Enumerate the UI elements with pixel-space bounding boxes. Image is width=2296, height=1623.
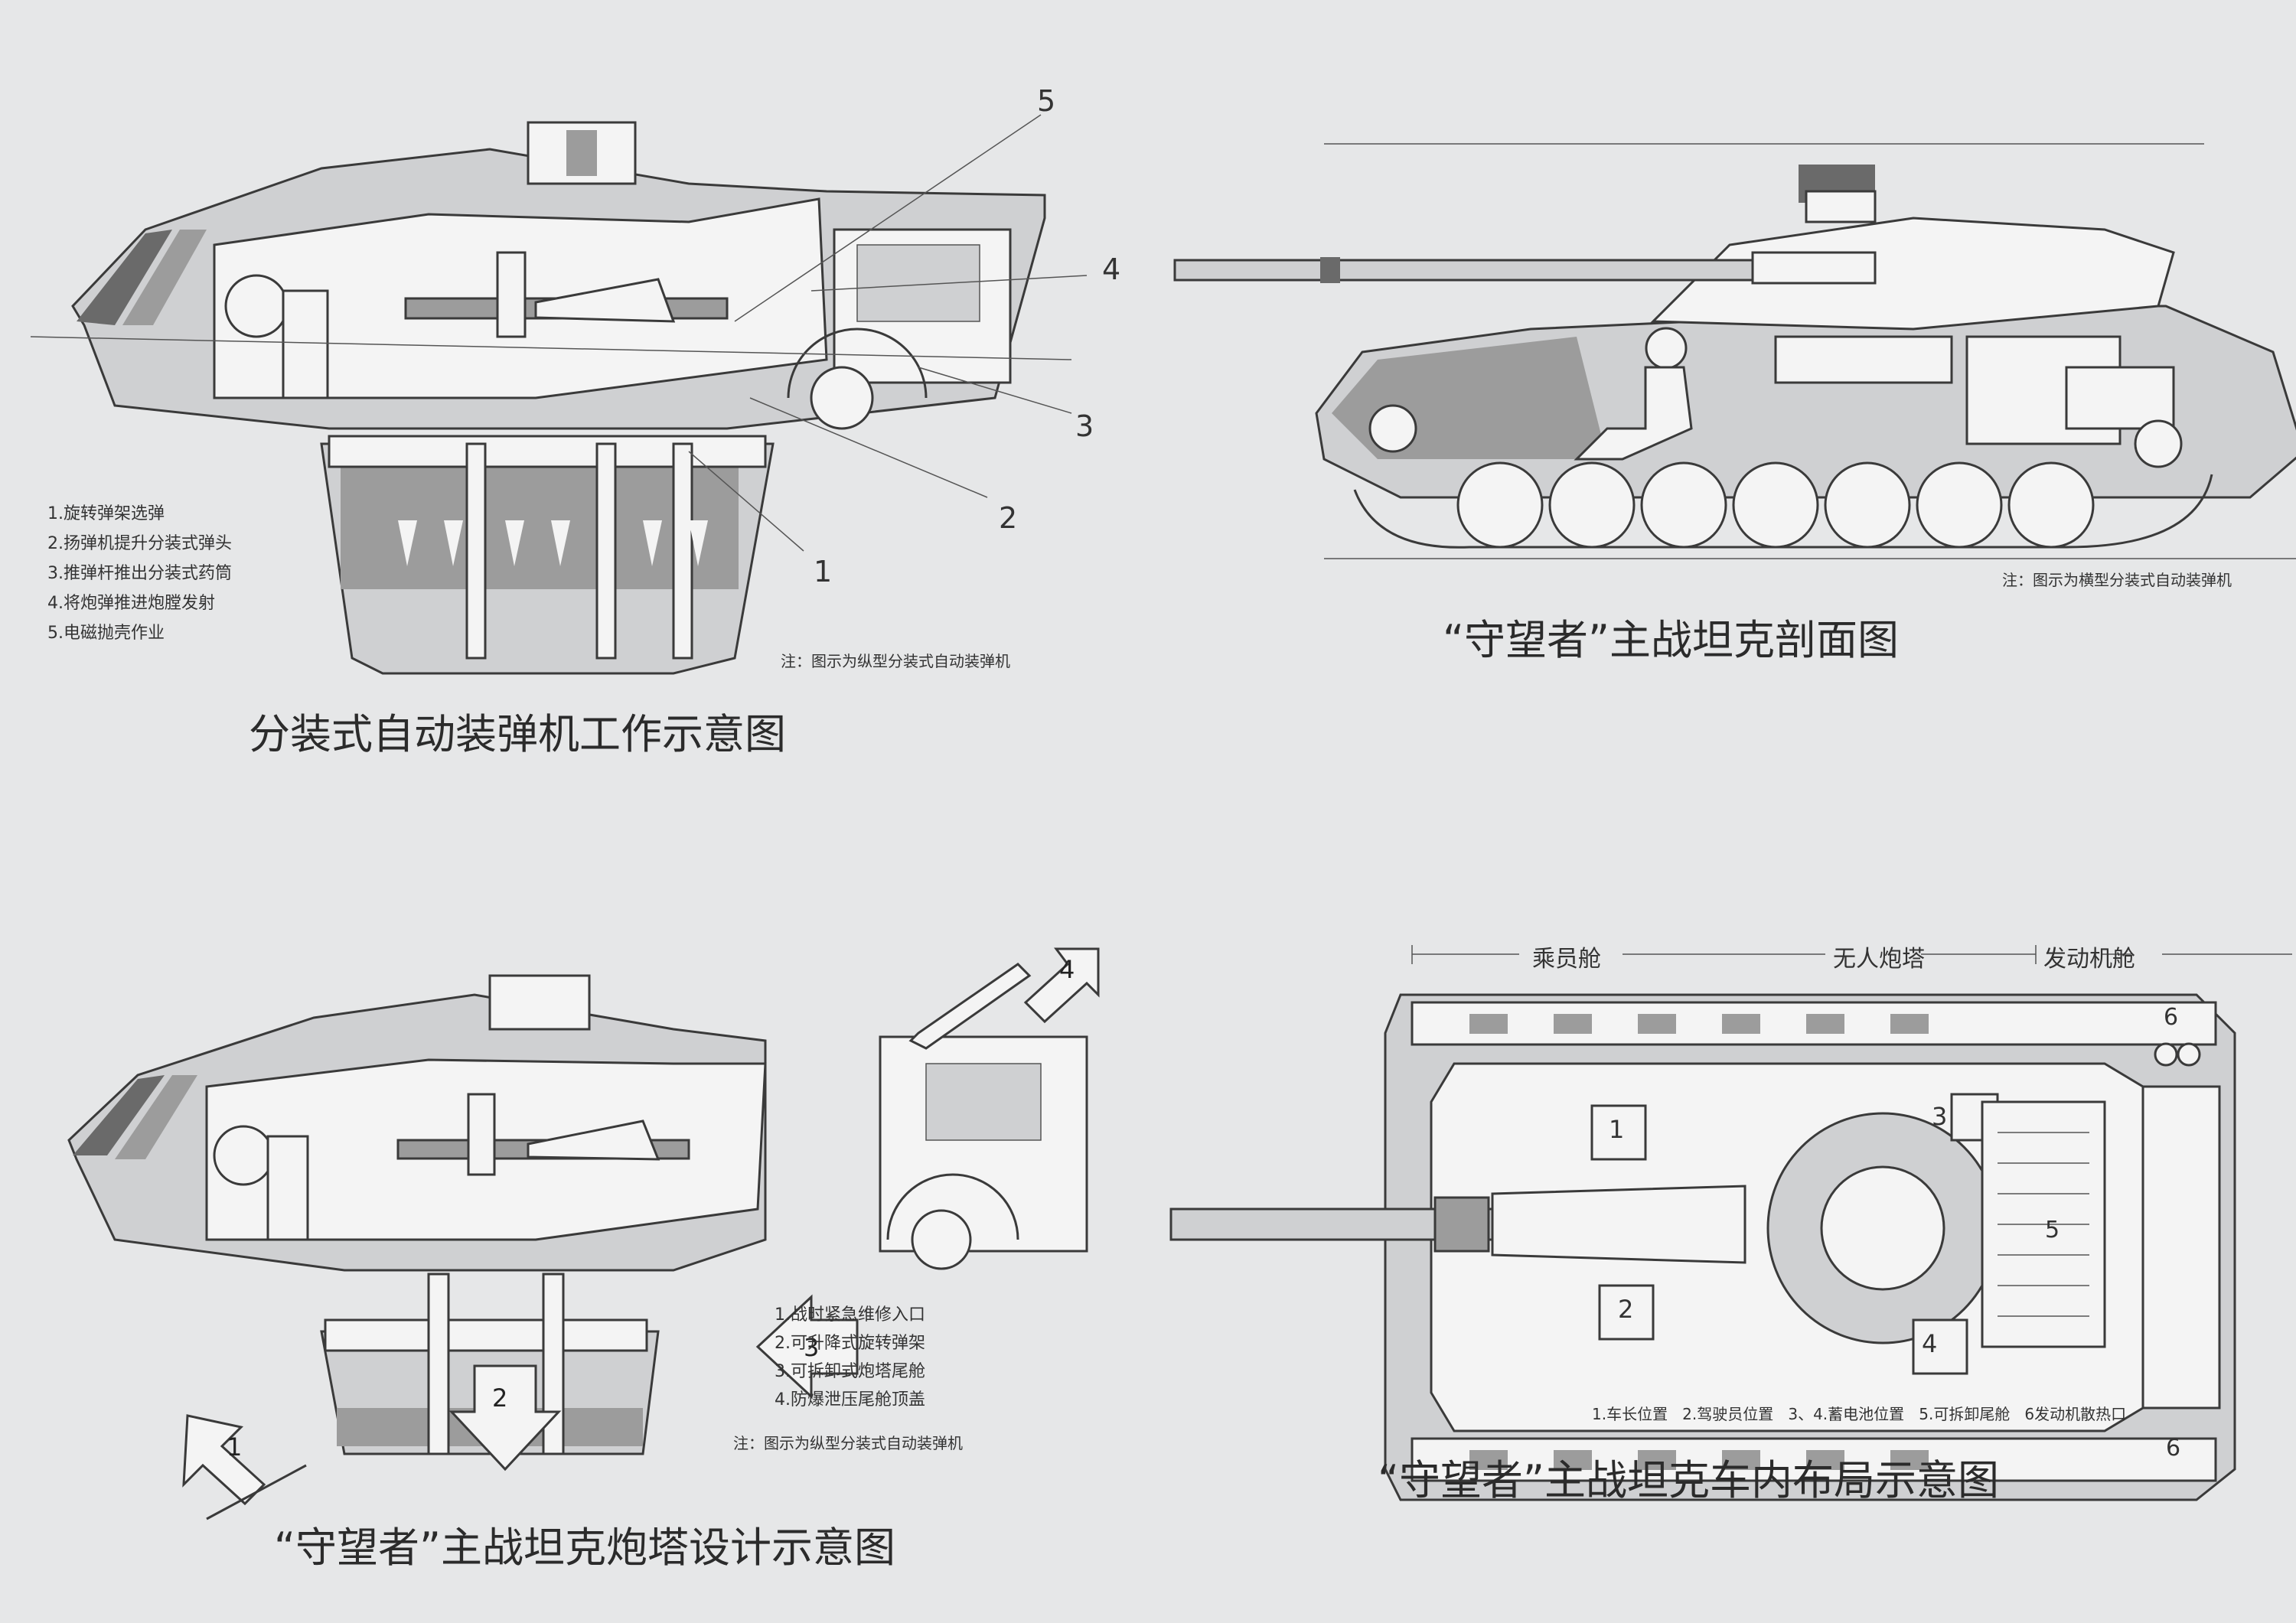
legend-item: 6发动机散热口 (2024, 1405, 2127, 1423)
cross-section-note: 注：图示为横型分装式自动装弹机 (2002, 571, 2232, 589)
marker-3: 3 (1932, 1102, 1948, 1131)
step-item: 3.推弹杆推出分装式药筒 (47, 564, 232, 583)
arrow-1-label: 1 (227, 1432, 243, 1462)
marker-6-top: 6 (2164, 1004, 2179, 1031)
step-item: 2.可升降式旋转弹架 (775, 1334, 925, 1353)
battery-box-4 (1912, 1318, 1968, 1375)
marker-1: 1 (1609, 1115, 1625, 1144)
section-crew: 乘员舱 (1532, 946, 1601, 973)
callout-4: 4 (1102, 253, 1121, 286)
callout-1: 1 (814, 555, 833, 588)
legend-item: 5.可拆卸尾舱 (1919, 1405, 2011, 1423)
layout-drawing (1169, 945, 2292, 1501)
callout-2: 2 (999, 501, 1018, 535)
layout-legend: 1.车长位置 2.驾驶员位置 3、4.蓄电池位置 5.可拆卸尾舱 6发动机散热口 (1592, 1402, 2126, 1424)
arrow-3-shape (755, 1294, 859, 1400)
arrow-3-label: 3 (804, 1333, 820, 1362)
step-item: 4.将炮弹推进炮膛发射 (47, 594, 215, 613)
marker-4: 4 (1922, 1329, 1938, 1358)
arrow-2-label: 2 (492, 1383, 508, 1413)
step-item: 3.可拆卸式炮塔尾舱 (775, 1362, 925, 1381)
callout-3: 3 (1075, 409, 1094, 443)
legend-item: 1.车长位置 (1592, 1405, 1668, 1423)
turret-design-title: “守望者”主战坦克炮塔设计示意图 (274, 1524, 895, 1572)
marker-6-bottom: 6 (2166, 1435, 2181, 1462)
autoloader-title: 分装式自动装弹机工作示意图 (249, 710, 786, 758)
legend-item: 3、4.蓄电池位置 (1788, 1405, 1905, 1423)
arrow-4-label: 4 (1059, 955, 1075, 984)
cross-section-drawing (1173, 143, 2296, 559)
autoloader-drawing (30, 114, 1088, 675)
panel-turret-design: 1 2 3 4 1.战时紧急维修入口 2.可升降式旋转弹架 3.可拆卸式炮塔尾舱… (0, 811, 1148, 1623)
section-turret: 无人炮塔 (1833, 946, 1925, 973)
autoloader-note: 注：图示为纵型分装式自动装弹机 (781, 652, 1010, 670)
step-item: 5.电磁抛壳作业 (47, 624, 165, 643)
layout-title: “守望者”主战坦克车内布局示意图 (1378, 1456, 1999, 1504)
step-item: 4.防爆泄压尾舱顶盖 (775, 1390, 925, 1410)
panel-autoloader: 5 4 3 2 1 1.旋转弹架选弹 2.扬弹机提升分装式弹头 3.推弹杆推出分… (0, 0, 1148, 811)
panel-cross-section: 注：图示为横型分装式自动装弹机 “守望者”主战坦克剖面图 (1148, 0, 2296, 811)
turret-design-note: 注：图示为纵型分装式自动装弹机 (733, 1434, 963, 1452)
step-item: 2.扬弹机提升分装式弹头 (47, 534, 232, 553)
driver-box (1598, 1284, 1655, 1341)
turret-design-drawing (67, 947, 1100, 1520)
arrow-1-shape (182, 1414, 266, 1506)
arrow-4-shape (1023, 947, 1100, 1024)
legend-item: 2.驾驶员位置 (1682, 1405, 1774, 1423)
step-item: 1.战时紧急维修入口 (775, 1305, 925, 1325)
step-item: 1.旋转弹架选弹 (47, 504, 165, 523)
commander-box (1590, 1104, 1647, 1161)
section-engine: 发动机舱 (2043, 946, 2135, 973)
autoloader-steps: 1.旋转弹架选弹 2.扬弹机提升分装式弹头 3.推弹杆推出分装式药筒 4.将炮弹… (47, 499, 232, 648)
panel-layout: 乘员舱 无人炮塔 发动机舱 1 2 3 4 5 6 6 1.车长位置 2.驾驶员… (1148, 811, 2296, 1623)
marker-5: 5 (2045, 1217, 2060, 1243)
callout-5: 5 (1037, 84, 1056, 118)
turret-design-steps: 1.战时紧急维修入口 2.可升降式旋转弹架 3.可拆卸式炮塔尾舱 4.防爆泄压尾… (775, 1301, 925, 1414)
marker-2: 2 (1618, 1295, 1634, 1324)
cross-section-title: “守望者”主战坦克剖面图 (1443, 616, 1899, 664)
arrow-2-shape (448, 1364, 562, 1471)
